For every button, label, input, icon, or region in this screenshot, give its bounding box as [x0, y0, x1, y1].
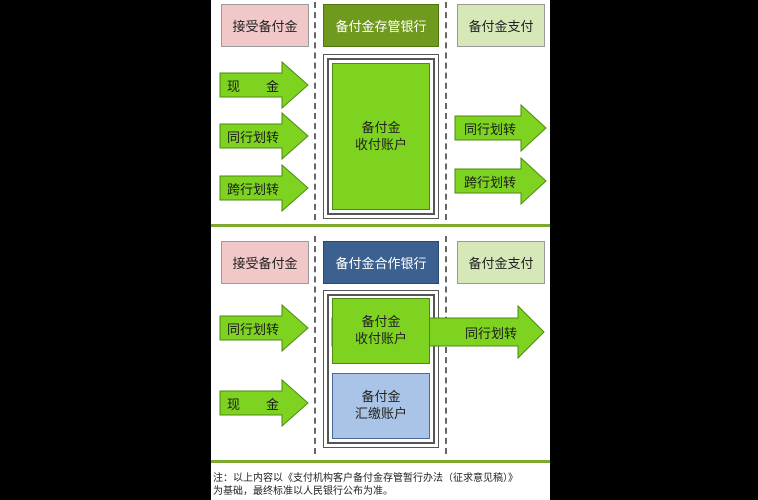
bottom-inflow-cash: 现 金 [219, 378, 310, 428]
top-inflow-same-bank-label: 同行划转 [226, 130, 279, 146]
bottom-outflow-same-bank-label: 同行划转 [464, 326, 517, 342]
right-arrow-icon [219, 111, 309, 161]
top-outflow-cross-bank: 跨行划转 [454, 156, 547, 206]
bottom-settlement-account: 备付金 收付账户 [332, 298, 430, 364]
top-settlement-account: 备付金 收付账户 [332, 63, 430, 210]
section-separator-1 [211, 224, 550, 227]
bottom-collection-account: 备付金 汇缴账户 [332, 373, 430, 439]
bottom-partner-bank-header: 备付金合作银行 [323, 241, 439, 284]
right-arrow-icon [219, 163, 309, 213]
top-inflow-cash-label: 现 金 [226, 79, 279, 95]
bottom-receive-header: 接受备付金 [221, 241, 309, 284]
bottom-account1-line1: 备付金 [361, 315, 401, 330]
bottom-inflow-same-bank: 同行划转 [219, 303, 310, 353]
footnote-line1: 注：以上内容以《支付机构客户备付金存管暂行办法（征求意见稿）》 [213, 473, 518, 484]
top-receive-header: 接受备付金 [221, 4, 309, 47]
right-arrow-icon [219, 60, 309, 110]
bottom-payment-header: 备付金支付 [457, 241, 545, 284]
section-separator-2 [211, 460, 550, 463]
right-arrow-icon [219, 378, 309, 428]
footnote-line2: 为基础，最终标准以人民银行公布为准。 [213, 486, 393, 497]
footnote: 注：以上内容以《支付机构客户备付金存管暂行办法（征求意见稿）》 为基础，最终标准… [213, 472, 549, 498]
top-inflow-cross-bank: 跨行划转 [219, 163, 310, 213]
top-custody-bank-header: 备付金存管银行 [323, 4, 439, 47]
right-arrow-icon [454, 103, 547, 153]
bottom-inflow-cash-label: 现 金 [226, 397, 279, 413]
top-outflow-same-bank-label: 同行划转 [463, 122, 516, 138]
bottom-account1-line2: 收付账户 [354, 332, 407, 347]
bottom-divider-left [314, 236, 316, 454]
top-inflow-cash: 现 金 [219, 60, 310, 110]
bottom-account2-line2: 汇缴账户 [354, 407, 407, 422]
diagram-panel: 接受备付金 备付金存管银行 备付金支付 备付金 收付账户 现 金 同行划转 跨行… [211, 0, 550, 500]
top-inflow-cross-bank-label: 跨行划转 [226, 182, 279, 198]
top-divider-right [445, 2, 447, 220]
top-account-line2: 收付账户 [354, 137, 407, 153]
bottom-inflow-same-bank-label: 同行划转 [226, 322, 279, 338]
top-outflow-cross-bank-label: 跨行划转 [463, 175, 516, 191]
top-outflow-same-bank: 同行划转 [454, 103, 547, 153]
right-arrow-icon [219, 303, 309, 353]
top-inflow-same-bank: 同行划转 [219, 111, 310, 161]
top-account-line1: 备付金 [361, 120, 401, 136]
right-arrow-icon [454, 156, 547, 206]
bottom-account2-line1: 备付金 [361, 390, 401, 405]
top-divider-left [314, 2, 316, 220]
top-payment-header: 备付金支付 [457, 4, 545, 47]
